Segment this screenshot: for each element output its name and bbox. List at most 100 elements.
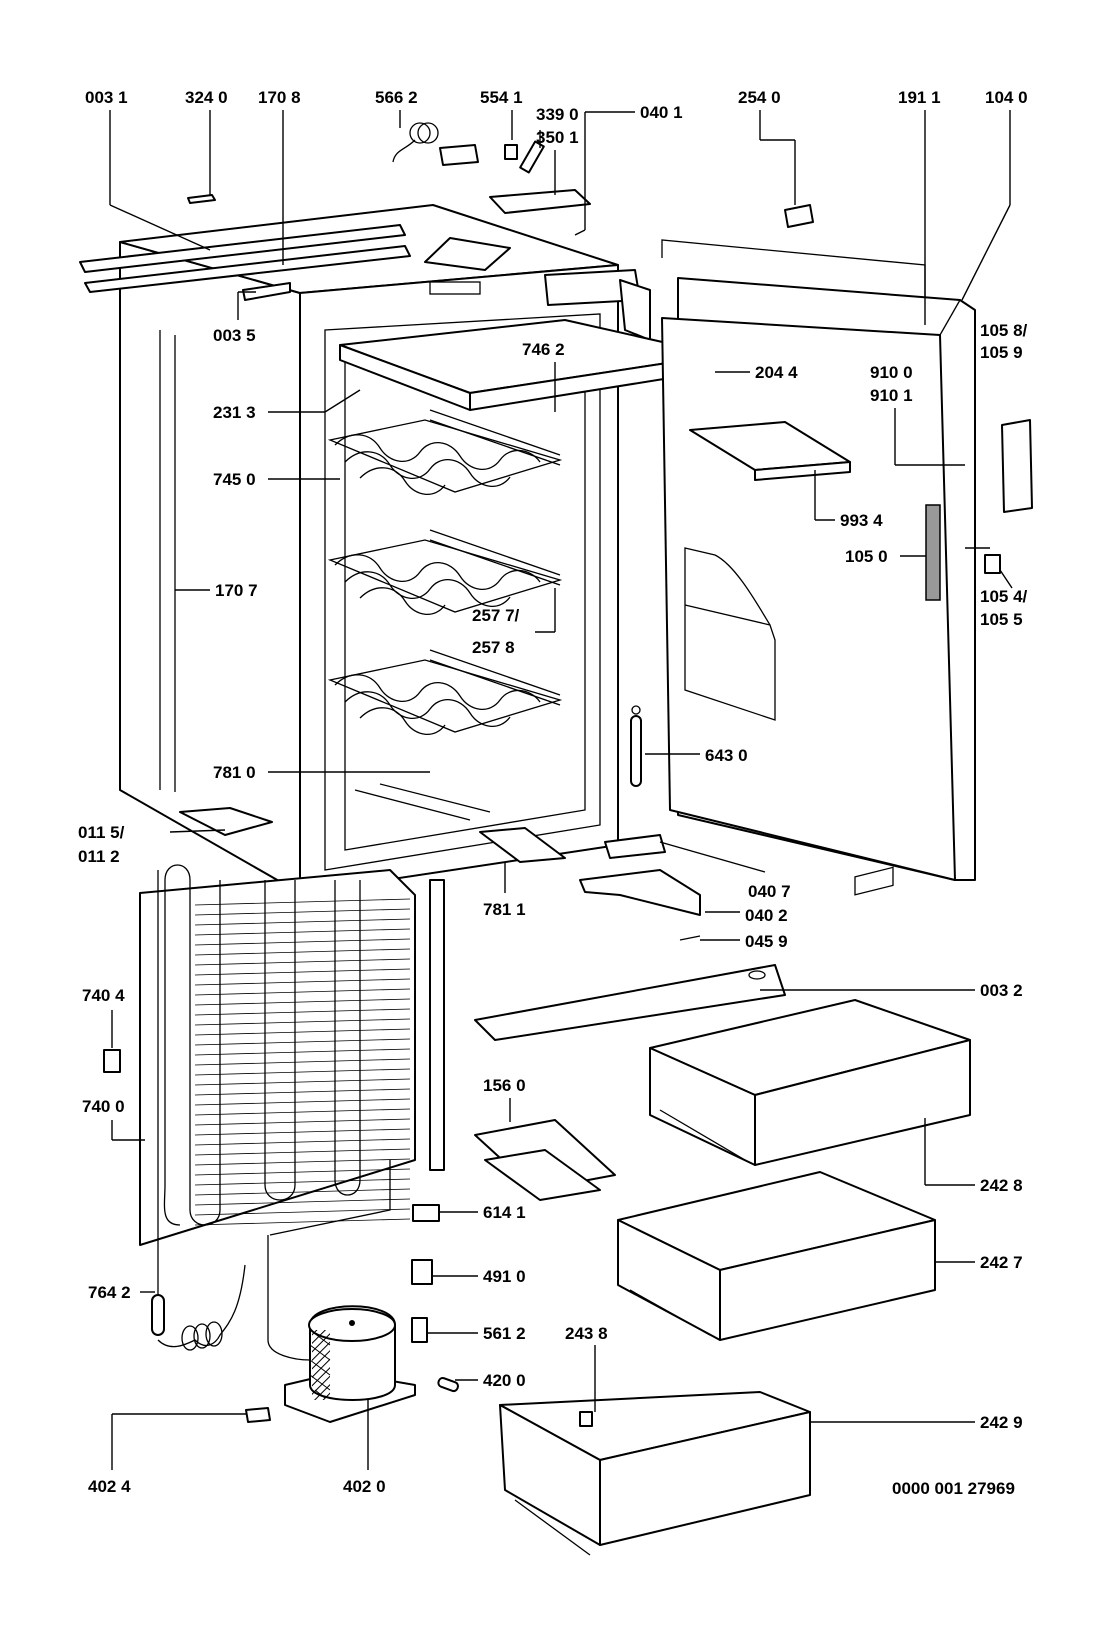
label-1560: 156 0: [483, 1076, 526, 1095]
label-0032: 003 2: [980, 981, 1023, 1000]
condenser-fin-line: [194, 1078, 411, 1086]
condenser-fin-line: [194, 898, 411, 906]
label-9100: 910 0: [870, 363, 913, 382]
label-1040: 104 0: [985, 88, 1028, 107]
label-4200: 420 0: [483, 1371, 526, 1390]
condenser-fin-line: [194, 1198, 411, 1206]
compressor: [284, 1305, 416, 1423]
condenser-fin-line: [194, 1088, 411, 1096]
thermometer: [630, 705, 642, 787]
label-2438: 243 8: [565, 1324, 608, 1343]
label-1059: 105 9: [980, 343, 1023, 362]
label-1707: 170 7: [215, 581, 258, 600]
drawer-top: [649, 866, 971, 1166]
wire-shelf-bottom: [327, 649, 563, 735]
condenser-fin-line: [194, 928, 411, 936]
label-9101: 910 1: [870, 386, 913, 405]
label-3390: 339 0: [536, 105, 579, 124]
label-9934: 993 4: [840, 511, 883, 530]
label-3501: 350 1: [536, 128, 579, 147]
bottom-hinge-set: [579, 834, 701, 941]
condenser-fin-line: [194, 1018, 411, 1026]
label-2577: 257 7/: [472, 606, 520, 625]
condenser-fin-line: [194, 1068, 411, 1076]
electrical-parts: [103, 1049, 459, 1423]
label-7462: 746 2: [522, 340, 565, 359]
condenser-fin-line: [194, 1178, 411, 1186]
condenser-fin-line: [194, 1208, 411, 1216]
label-0402: 040 2: [745, 906, 788, 925]
condenser-fin-line: [194, 918, 411, 926]
condenser-fin-line: [194, 908, 411, 916]
condenser-fin-line: [194, 998, 411, 1006]
door: [661, 239, 1033, 881]
condenser-fin-line: [194, 1118, 411, 1126]
condenser-fin-line: [194, 938, 411, 946]
condenser-fin-line: [194, 1158, 411, 1166]
condenser-fin-line: [194, 1188, 411, 1196]
label-7642: 764 2: [88, 1283, 131, 1302]
label-1050: 105 0: [845, 547, 888, 566]
label-7450: 745 0: [213, 470, 256, 489]
label-3240: 324 0: [185, 88, 228, 107]
ice-tray: [474, 1119, 616, 1201]
label-2429: 242 9: [980, 1413, 1023, 1432]
condenser-fin-line: [194, 1218, 411, 1226]
condenser-fin-line: [194, 1128, 411, 1136]
condenser-fin-line: [194, 1108, 411, 1116]
label-1054: 105 4/: [980, 587, 1028, 606]
label-5662: 566 2: [375, 88, 418, 107]
wire-shelves: [327, 409, 563, 735]
label-7811: 781 1: [483, 900, 526, 919]
label-0112: 011 2: [78, 847, 120, 866]
label-4910: 491 0: [483, 1267, 526, 1286]
label-0115: 011 5/: [78, 823, 125, 842]
label-2313: 231 3: [213, 403, 256, 422]
condenser-fin-line: [194, 1168, 411, 1176]
condenser-fin-line: [194, 988, 411, 996]
condenser-fin-line: [194, 1048, 411, 1056]
label-5541: 554 1: [480, 88, 523, 107]
condenser-fin-line: [194, 1148, 411, 1156]
label-1708: 170 8: [258, 88, 301, 107]
cover-plate: [474, 964, 786, 1041]
label-1911: 191 1: [898, 88, 941, 107]
label-2428: 242 8: [980, 1176, 1023, 1195]
label-2427: 242 7: [980, 1253, 1023, 1272]
condenser-fin-line: [194, 978, 411, 986]
label-1058: 105 8/: [980, 321, 1028, 340]
condenser-fin-line: [194, 1008, 411, 1016]
label-2540: 254 0: [738, 88, 781, 107]
drawer-bottom: [499, 1391, 811, 1556]
label-0401: 040 1: [640, 103, 683, 122]
leader-lines: [109, 110, 1013, 1470]
label-0459: 045 9: [745, 932, 788, 951]
condenser-fin-line: [194, 1038, 411, 1046]
label-2578: 257 8: [472, 638, 515, 657]
drawing-number: 0000 001 27969: [892, 1479, 1015, 1498]
drawer-middle: [617, 1171, 936, 1341]
part-labels: 003 1 324 0 170 8 566 2 554 1 339 0 350 …: [78, 88, 1028, 1498]
label-4024: 402 4: [88, 1477, 131, 1496]
wire-shelf-top: [327, 409, 563, 495]
wire-shelf-middle: [327, 529, 563, 615]
condenser-fin-line: [194, 1098, 411, 1106]
condenser-fin-line: [194, 968, 411, 976]
label-4020: 402 0: [343, 1477, 386, 1496]
glass-shelf: [339, 319, 721, 411]
label-6430: 643 0: [705, 746, 748, 765]
condenser-fin-line: [194, 958, 411, 966]
condenser-fin-line: [194, 1028, 411, 1036]
cabinet-body: [79, 204, 651, 894]
condenser-fin-line: [194, 1138, 411, 1146]
label-5612: 561 2: [483, 1324, 526, 1343]
label-7404: 740 4: [82, 986, 125, 1005]
condenser: [139, 864, 445, 1246]
condenser-fin-line: [194, 948, 411, 956]
condenser-fin-line: [194, 1058, 411, 1066]
label-7810: 781 0: [213, 763, 256, 782]
label-1055: 105 5: [980, 610, 1023, 629]
top-small-parts: [187, 122, 814, 228]
label-6141: 614 1: [483, 1203, 526, 1222]
